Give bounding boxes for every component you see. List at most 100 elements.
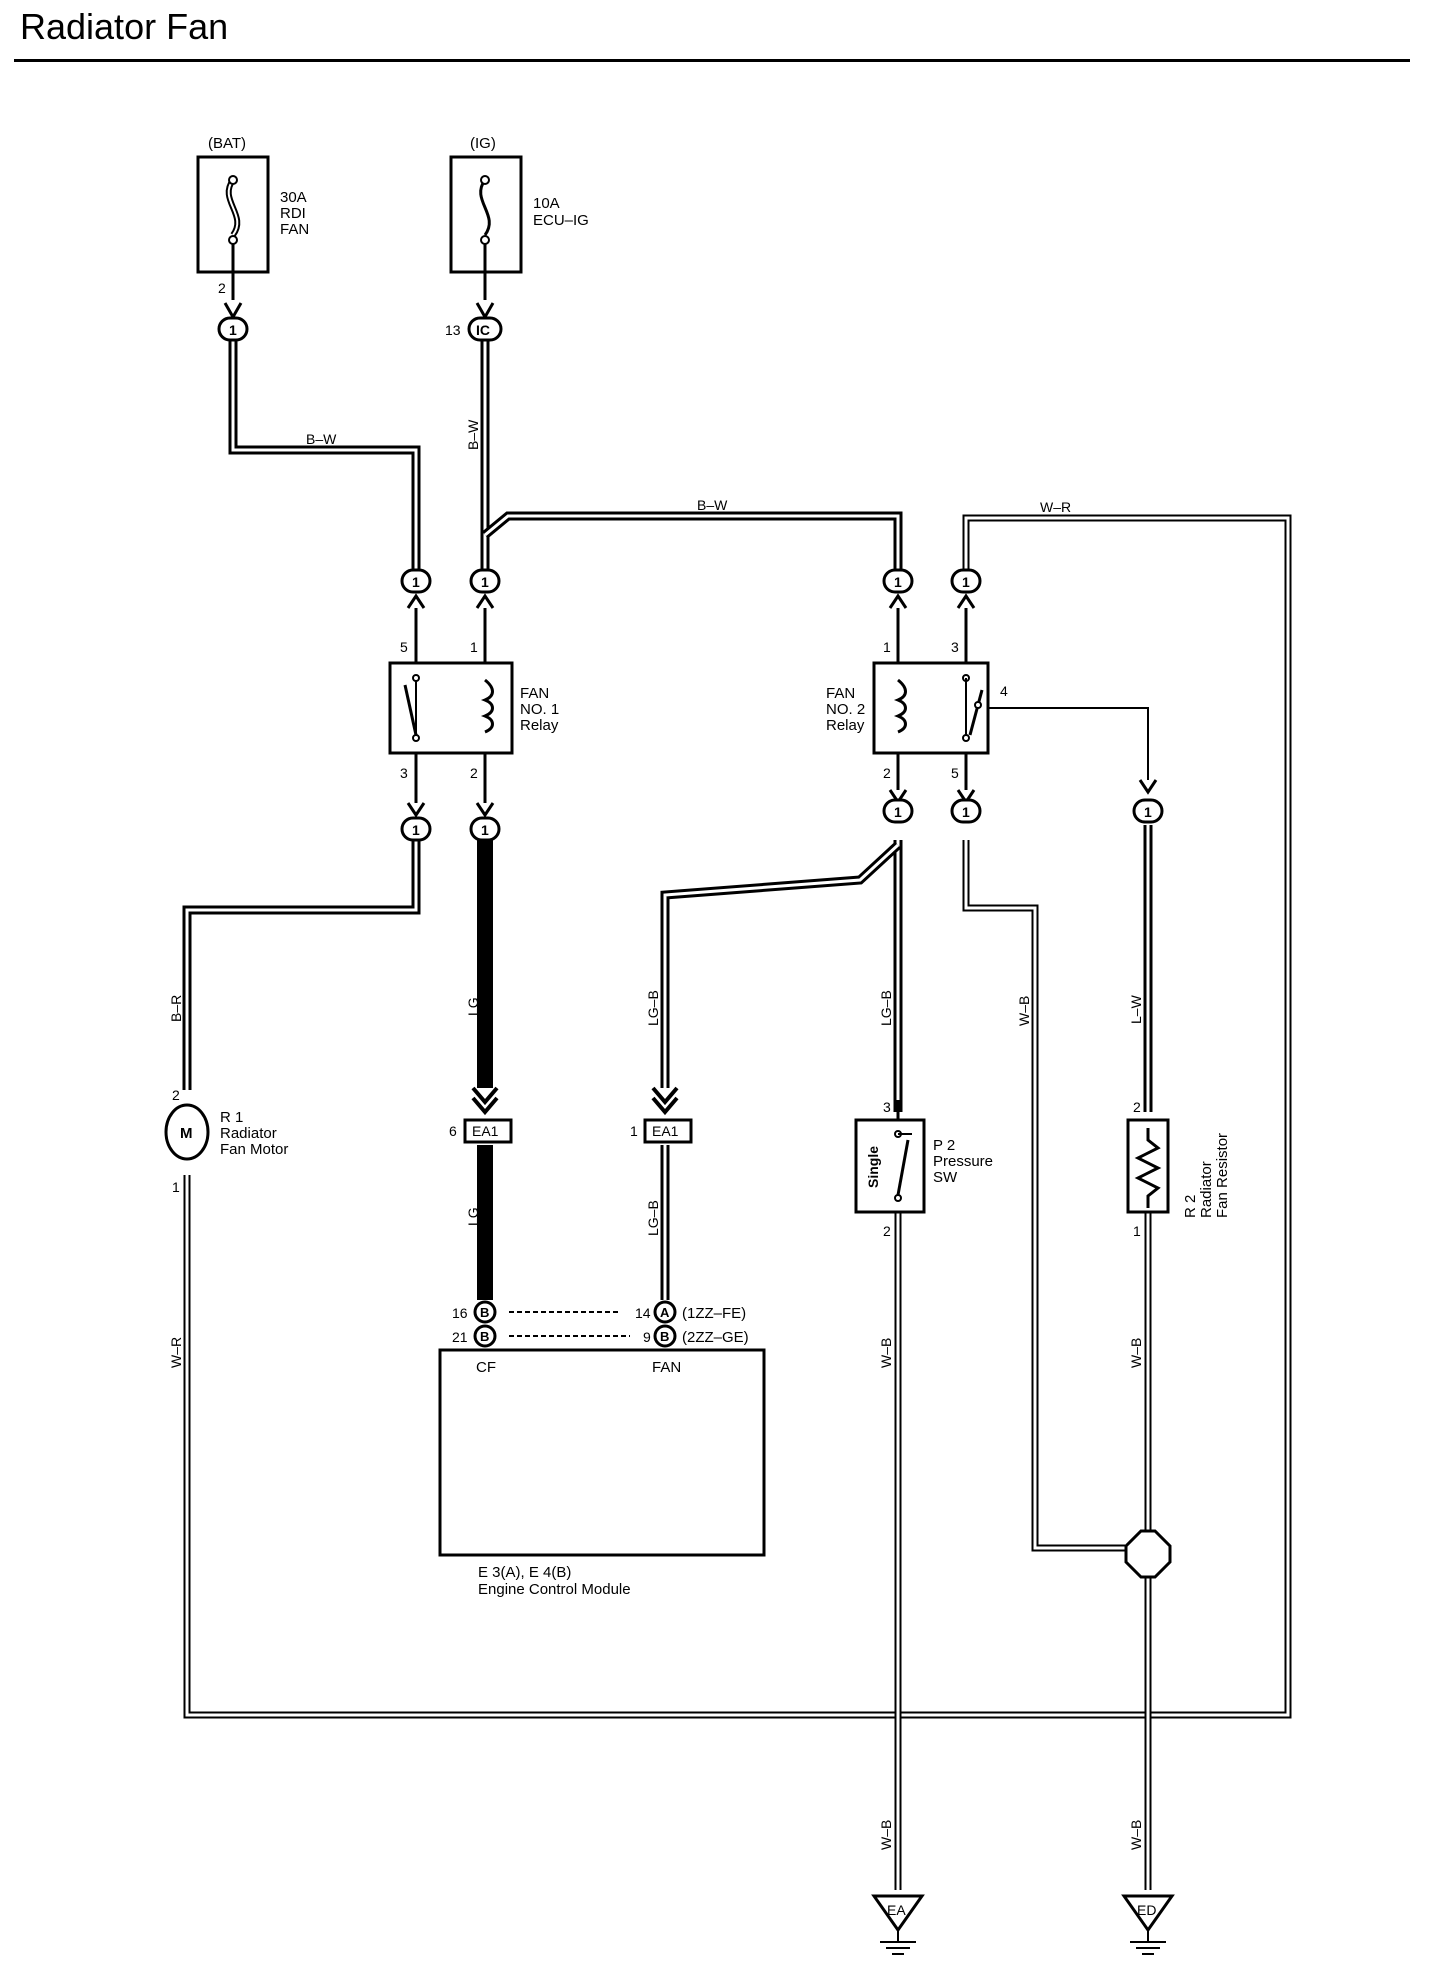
svg-text:1: 1 bbox=[481, 822, 489, 838]
ea1-right-label: EA1 bbox=[652, 1123, 679, 1139]
relay2-pin5: 5 bbox=[951, 765, 959, 781]
conn-bat: 1 bbox=[229, 322, 237, 338]
wire-label-bw1: B–W bbox=[306, 431, 337, 447]
relay1-pin2: 2 bbox=[470, 765, 478, 781]
fan-resistor: 2 1 R 2 Radiator Fan Resistor bbox=[1126, 1099, 1231, 1239]
resistor-label1: Radiator bbox=[1198, 1161, 1215, 1218]
wire-label-br: B–R bbox=[168, 995, 184, 1022]
wire-label-bw2: B–W bbox=[465, 419, 481, 450]
wire-labels: B–W B–W B–W W–R B–R LG LG LG–B LG–B LG–B… bbox=[168, 419, 1144, 1850]
relay2-label1: FAN bbox=[826, 685, 855, 702]
ecm-name2: Engine Control Module bbox=[478, 1581, 631, 1598]
ground-ea-label: EA bbox=[887, 1902, 906, 1918]
ea1-junctions: EA1 6 EA1 1 bbox=[449, 1086, 693, 1144]
svg-text:1: 1 bbox=[962, 574, 970, 590]
conn-r1-p1: 1 bbox=[469, 568, 501, 609]
ecm-terminal-cf: CF bbox=[476, 1359, 496, 1376]
relay2-pin4: 4 bbox=[1000, 683, 1008, 699]
svg-text:1: 1 bbox=[894, 804, 902, 820]
conn-ig: IC bbox=[476, 322, 490, 338]
junction-octagon bbox=[1124, 1529, 1172, 1579]
svg-text:1: 1 bbox=[481, 574, 489, 590]
pressure-sw-id: P 2 bbox=[933, 1137, 955, 1154]
conn-r1-p2: 1 bbox=[469, 802, 501, 842]
pressure-sw-label2: SW bbox=[933, 1169, 958, 1186]
wire-label-wb5: W–B bbox=[1128, 1820, 1144, 1850]
ecm-row1-left-pin: 16 bbox=[452, 1305, 468, 1321]
motor-pin-bottom: 1 bbox=[172, 1179, 180, 1195]
fuse-ig-amp: 10A bbox=[533, 195, 560, 212]
ground-ea: EA bbox=[871, 1894, 925, 1955]
ecm-row1-left-conn: B bbox=[480, 1305, 489, 1320]
wire-label-lw: L–W bbox=[1128, 994, 1144, 1024]
page-title: Radiator Fan bbox=[20, 6, 229, 47]
conn-r1-p3: 1 bbox=[400, 802, 432, 842]
relay1-pin1: 1 bbox=[470, 639, 478, 655]
resistor-pin-bottom: 1 bbox=[1133, 1223, 1141, 1239]
thin-wires bbox=[183, 514, 1292, 1890]
relay2-pin1: 1 bbox=[883, 639, 891, 655]
ecm-row2-engine: (2ZZ–GE) bbox=[682, 1329, 749, 1346]
ecm-terminal-fan: FAN bbox=[652, 1359, 681, 1376]
ecm-row1-right-pin: 14 bbox=[635, 1305, 651, 1321]
ecm-row2-left-conn: B bbox=[480, 1329, 489, 1344]
motor-label2: Fan Motor bbox=[220, 1141, 288, 1158]
wire-label-lg1: LG bbox=[465, 997, 481, 1016]
pressure-sw-pin-bottom: 2 bbox=[883, 1223, 891, 1239]
resistor-id: R 2 bbox=[1182, 1195, 1199, 1218]
fuse-ig: (IG) 10A ECU–IG 13 bbox=[445, 135, 589, 338]
conn-r2-p5: 1 bbox=[950, 789, 982, 824]
fuse-ig-name1: ECU–IG bbox=[533, 212, 589, 229]
conn-r2-p3: 1 bbox=[950, 568, 982, 609]
ecm-row2-right-pin: 9 bbox=[643, 1329, 651, 1345]
pressure-sw-type: Single bbox=[865, 1146, 881, 1188]
svg-text:1: 1 bbox=[1144, 804, 1152, 820]
svg-text:1: 1 bbox=[894, 574, 902, 590]
wire-label-wr-top: W–R bbox=[1040, 499, 1071, 515]
wire-label-lg2: LG bbox=[465, 1207, 481, 1226]
pressure-switch: Single 3 2 P 2 Pressure SW bbox=[854, 1099, 993, 1239]
fuse-bat: (BAT) 30A RDI FAN 2 bbox=[196, 135, 309, 300]
fan-relay-1: 5 1 3 2 FAN NO. 1 Relay bbox=[388, 608, 559, 803]
relay1-label1: FAN bbox=[520, 685, 549, 702]
ea1-right-pin: 1 bbox=[630, 1123, 638, 1139]
svg-text:1: 1 bbox=[962, 804, 970, 820]
conn-r2-p4: 1 bbox=[1132, 779, 1164, 824]
svg-text:1: 1 bbox=[412, 822, 420, 838]
conn-r1-p5: 1 bbox=[400, 568, 432, 609]
ecm-row2-right-conn: B bbox=[660, 1329, 669, 1344]
wire-label-wb2: W–B bbox=[878, 1338, 894, 1368]
wire-label-lgb1: LG–B bbox=[645, 990, 661, 1026]
resistor-label2: Fan Resistor bbox=[1214, 1133, 1231, 1218]
fuse-bat-pin: 2 bbox=[218, 280, 226, 296]
fuse-bat-name2: FAN bbox=[280, 221, 309, 238]
ground-ed: ED bbox=[1121, 1894, 1175, 1955]
conn-r2-p2: 1 bbox=[882, 789, 914, 824]
relay2-pin3: 3 bbox=[951, 639, 959, 655]
pressure-sw-label1: Pressure bbox=[933, 1153, 993, 1170]
title-rule bbox=[14, 59, 1410, 62]
radiator-fan-motor: M 2 1 R 1 Radiator Fan Motor bbox=[164, 1087, 288, 1195]
relay2-label2: NO. 2 bbox=[826, 701, 865, 718]
fuse-ig-pin: 13 bbox=[445, 322, 461, 338]
motor-symbol: M bbox=[180, 1125, 193, 1142]
motor-label1: Radiator bbox=[220, 1125, 277, 1142]
fan-relay-2: 1 3 4 2 5 FAN NO. 2 Relay bbox=[826, 608, 1008, 790]
fuse-bat-amp: 30A bbox=[280, 189, 307, 206]
wire-label-wb3: W–B bbox=[1128, 1338, 1144, 1368]
relay1-label3: Relay bbox=[520, 717, 559, 734]
svg-text:1: 1 bbox=[412, 574, 420, 590]
connectors: 1 IC 1 1 1 1 1 bbox=[217, 302, 1164, 842]
ecm-name1: E 3(A), E 4(B) bbox=[478, 1564, 571, 1581]
motor-pin-top: 2 bbox=[172, 1087, 180, 1103]
ecm-row1-engine: (1ZZ–FE) bbox=[682, 1305, 746, 1322]
ecm-row1-right-conn: A bbox=[660, 1305, 670, 1320]
relay1-pin3: 3 bbox=[400, 765, 408, 781]
wire-label-bw3: B–W bbox=[697, 497, 728, 513]
relay2-pin2: 2 bbox=[883, 765, 891, 781]
relay1-label2: NO. 1 bbox=[520, 701, 559, 718]
fuse-bat-source: (BAT) bbox=[208, 135, 246, 152]
wire-label-wr-left: W–R bbox=[168, 1337, 184, 1368]
resistor-pin-top: 2 bbox=[1133, 1099, 1141, 1115]
